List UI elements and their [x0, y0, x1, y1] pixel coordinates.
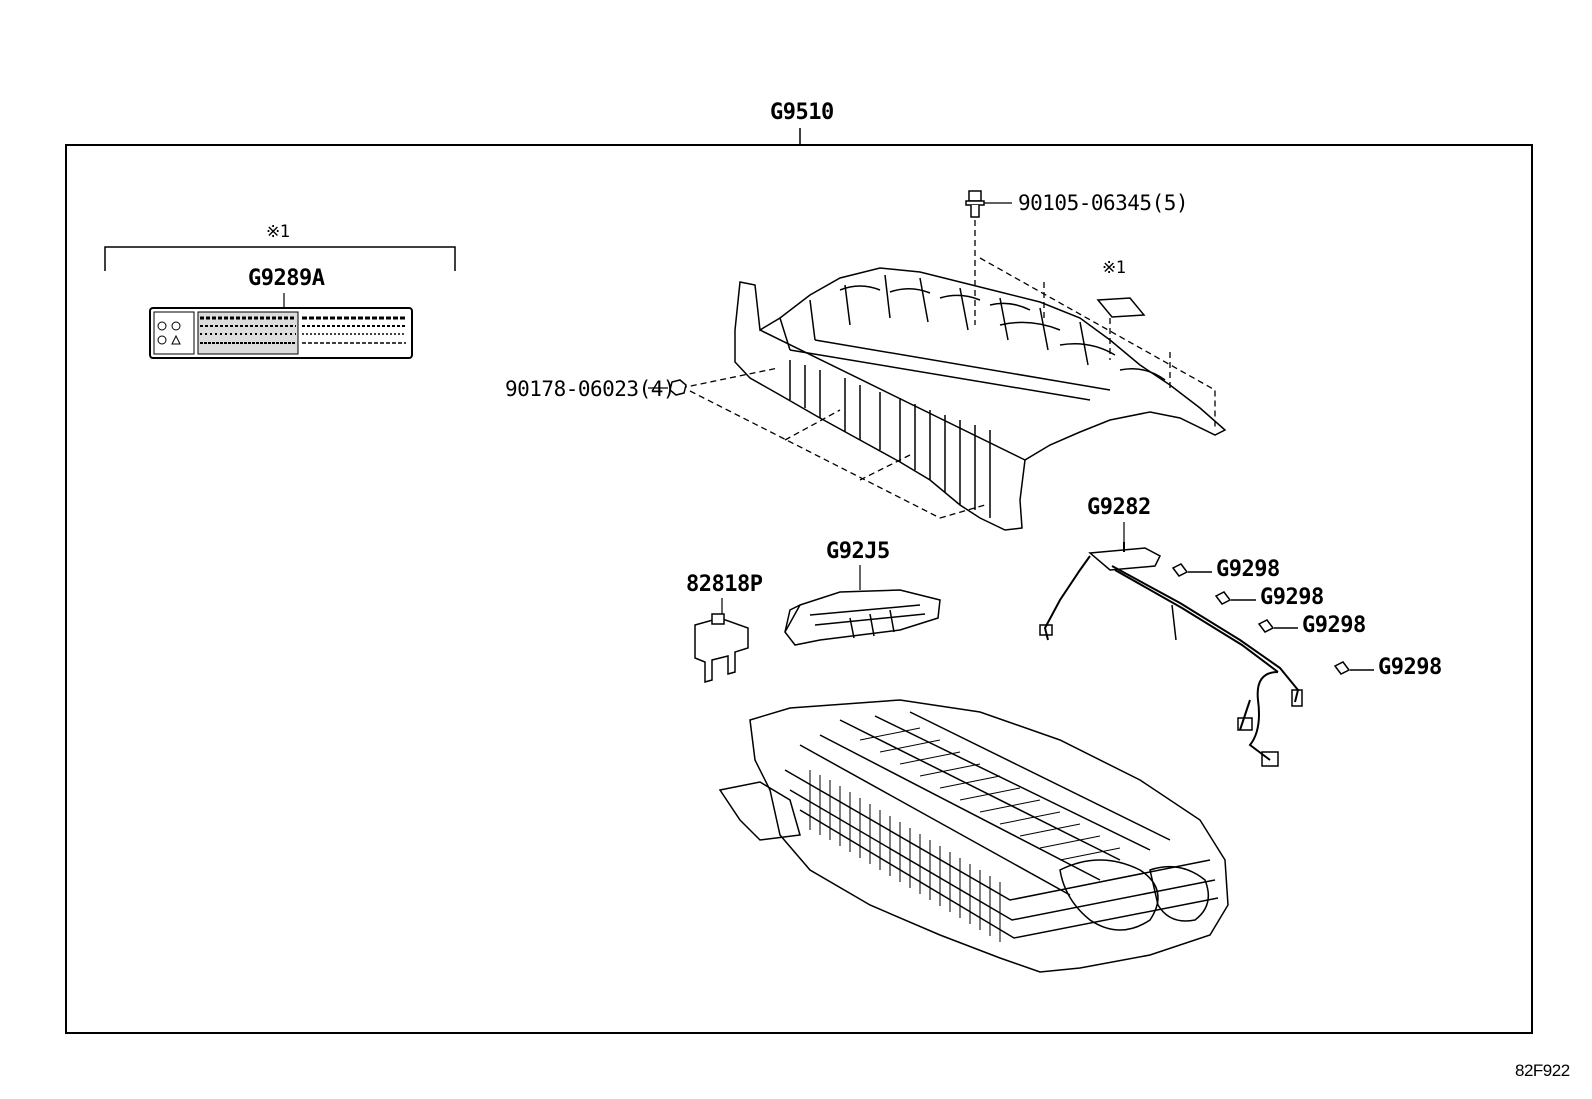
assembly-label: G9510	[770, 100, 834, 125]
wire-harness	[1039, 542, 1303, 767]
connector-bracket	[784, 589, 941, 646]
small-label-sticker	[1096, 297, 1146, 318]
clip-icon-3	[1257, 619, 1298, 633]
battery-cell-stack	[718, 699, 1229, 973]
assembly-frame	[65, 144, 1533, 1034]
diagram-code: 82F922	[1515, 1061, 1570, 1080]
note-symbol-label: ※1	[266, 222, 290, 242]
battery-upper-cover	[734, 267, 1227, 531]
clip-icon-1	[1171, 563, 1212, 577]
clip-part-number-4: G9298	[1378, 655, 1442, 680]
wire-harness-part-number: G9282	[1087, 495, 1151, 520]
nut-part-number: 90178-06023(4)	[505, 377, 676, 401]
clip-part-number-1: G9298	[1216, 557, 1280, 582]
label-sticker-part-number: G9289A	[248, 266, 325, 291]
note-bracket	[104, 246, 456, 271]
clip-part-number-2: G9298	[1260, 585, 1324, 610]
clip-icon-2	[1214, 591, 1256, 605]
connector-part-number: G92J5	[826, 539, 890, 564]
clip-icon-4	[1333, 661, 1374, 675]
nut-icon	[669, 379, 687, 396]
clip-part-number-3: G9298	[1302, 613, 1366, 638]
bolt-part-number: 90105-06345(5)	[1018, 191, 1189, 215]
bolt-icon	[965, 190, 985, 218]
fuse-holder	[694, 613, 749, 683]
caution-label-sticker	[149, 307, 413, 359]
note-symbol-label-2: ※1	[1102, 258, 1126, 278]
fuse-holder-part-number: 82818P	[686, 572, 763, 597]
